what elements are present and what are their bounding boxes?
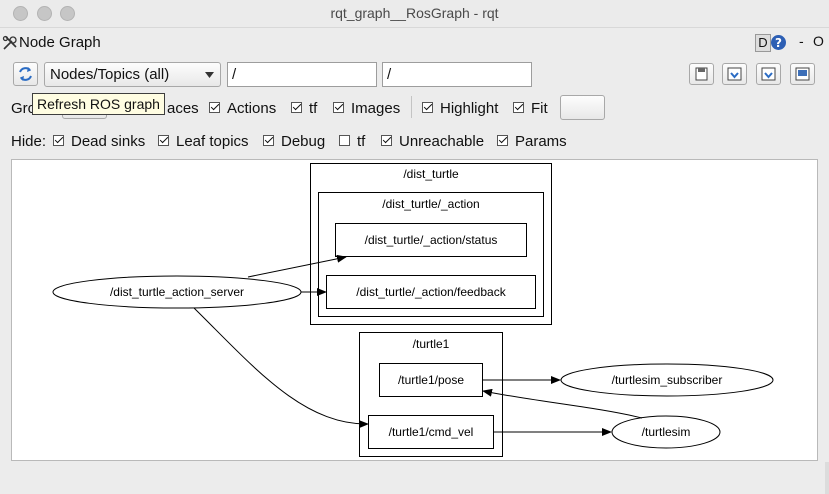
node-turtlesim-subscriber[interactable]: /turtlesim_subscriber [560, 363, 774, 397]
highlight-label: Highlight [440, 100, 499, 117]
highlight-checkbox[interactable]: Highlight [422, 100, 498, 117]
save-svg-button[interactable] [756, 63, 781, 85]
save-dot-icon [727, 67, 742, 81]
close-window-button[interactable] [13, 6, 28, 21]
load-file-icon [695, 67, 708, 81]
dead-sinks-checkbox[interactable]: Dead sinks [53, 133, 145, 150]
checkbox-indicator [291, 102, 302, 114]
fit-in-view-button[interactable] [560, 95, 605, 120]
params-checkbox[interactable]: Params [497, 133, 567, 150]
topic-turtle1-pose[interactable]: /turtle1/pose [379, 363, 483, 397]
topic-label: /turtle1/pose [398, 373, 464, 387]
separator [411, 96, 412, 118]
edge-server-to-status [247, 254, 347, 278]
window-title: rqt_graph__RosGraph - rqt [330, 5, 499, 21]
checkbox-indicator [209, 102, 220, 114]
hide-tf-label: tf [357, 133, 366, 150]
window-title-bar: rqt_graph__RosGraph - rqt [0, 0, 829, 28]
topic-filter-input[interactable]: / [382, 62, 532, 87]
group-label: Gro [11, 100, 37, 117]
checkbox-indicator [333, 102, 344, 114]
graph-view[interactable]: /dist_turtle /dist_turtle/_action /turtl… [11, 159, 818, 461]
unreachable-label: Unreachable [399, 133, 485, 150]
params-label: Params [515, 133, 567, 150]
leaf-topics-checkbox[interactable]: Leaf topics [158, 133, 249, 150]
checkbox-indicator [339, 135, 350, 147]
node-label: /turtlesim [642, 425, 691, 439]
actions-label: Actions [227, 100, 277, 117]
images-checkbox[interactable]: Images [333, 100, 400, 117]
zoom-window-button[interactable] [60, 6, 75, 21]
checkbox-indicator [263, 135, 274, 147]
plugin-title: Node Graph [19, 34, 101, 51]
topic-action-feedback[interactable]: /dist_turtle/_action/feedback [326, 275, 536, 309]
topic-label: /dist_turtle/_action/feedback [356, 285, 506, 299]
topic-label: /dist_turtle/_action/status [365, 233, 498, 247]
minimize-window-button[interactable] [37, 6, 52, 21]
save-image-button[interactable] [790, 63, 815, 85]
node-label: /dist_turtle_action_server [110, 285, 244, 299]
close-plugin-button[interactable]: O [813, 33, 824, 49]
checkbox-indicator [381, 135, 392, 147]
group-tf-checkbox[interactable]: tf [291, 100, 317, 117]
actions-checkbox[interactable]: Actions [209, 100, 276, 117]
help-icon[interactable]: ? [770, 34, 787, 51]
unreachable-checkbox[interactable]: Unreachable [381, 133, 484, 150]
chevron-down-icon [205, 72, 214, 78]
checkbox-indicator [53, 135, 64, 147]
minimize-plugin-button[interactable]: - [799, 33, 804, 49]
node-label: /turtlesim_subscriber [612, 373, 723, 387]
scrollbar-edge [825, 462, 829, 494]
cluster-dist-turtle: /dist_turtle [310, 163, 552, 325]
hide-tf-checkbox[interactable]: tf [339, 133, 365, 150]
graph-type-value: Nodes/Topics (all) [50, 66, 170, 83]
cluster-label: /turtle1 [413, 337, 450, 351]
cluster-label: /dist_turtle/_action [382, 197, 479, 211]
fit-checkbox[interactable]: Fit [513, 100, 548, 117]
edge-server-to-cmd-vel [193, 307, 369, 429]
dock-button[interactable]: D [755, 34, 771, 52]
checkbox-indicator [158, 135, 169, 147]
topic-turtle1-cmd-vel[interactable]: /turtle1/cmd_vel [368, 415, 494, 449]
save-dot-button[interactable] [722, 63, 747, 85]
refresh-graph-button[interactable] [13, 62, 38, 86]
refresh-icon [19, 67, 32, 81]
node-filter-input[interactable]: / [227, 62, 377, 87]
debug-label: Debug [281, 133, 326, 150]
namespaces-label: aces [167, 100, 199, 117]
hide-label: Hide: [11, 133, 47, 150]
checkbox-indicator [422, 102, 433, 114]
tools-icon [2, 35, 17, 50]
cluster-label: /dist_turtle [403, 167, 459, 181]
edge-turtlesim-to-pose [482, 388, 643, 419]
checkbox-indicator [513, 102, 524, 114]
topic-action-status[interactable]: /dist_turtle/_action/status [335, 223, 527, 257]
svg-text:?: ? [775, 36, 782, 50]
topic-label: /turtle1/cmd_vel [389, 425, 474, 439]
node-turtlesim[interactable]: /turtlesim [611, 415, 721, 449]
load-dot-button[interactable] [689, 63, 714, 85]
leaf-topics-label: Leaf topics [176, 133, 249, 150]
cluster-dist-turtle-action: /dist_turtle/_action [318, 192, 544, 317]
refresh-tooltip: Refresh ROS graph [32, 93, 165, 115]
group-tf-label: tf [309, 100, 318, 117]
save-svg-icon [761, 67, 776, 81]
node-dist-turtle-action-server[interactable]: /dist_turtle_action_server [52, 275, 302, 309]
images-label: Images [351, 100, 401, 117]
debug-checkbox[interactable]: Debug [263, 133, 325, 150]
dead-sinks-label: Dead sinks [71, 133, 146, 150]
graph-type-select[interactable]: Nodes/Topics (all) [44, 62, 221, 87]
image-icon [795, 67, 810, 81]
checkbox-indicator [497, 135, 508, 147]
fit-label: Fit [531, 100, 548, 117]
